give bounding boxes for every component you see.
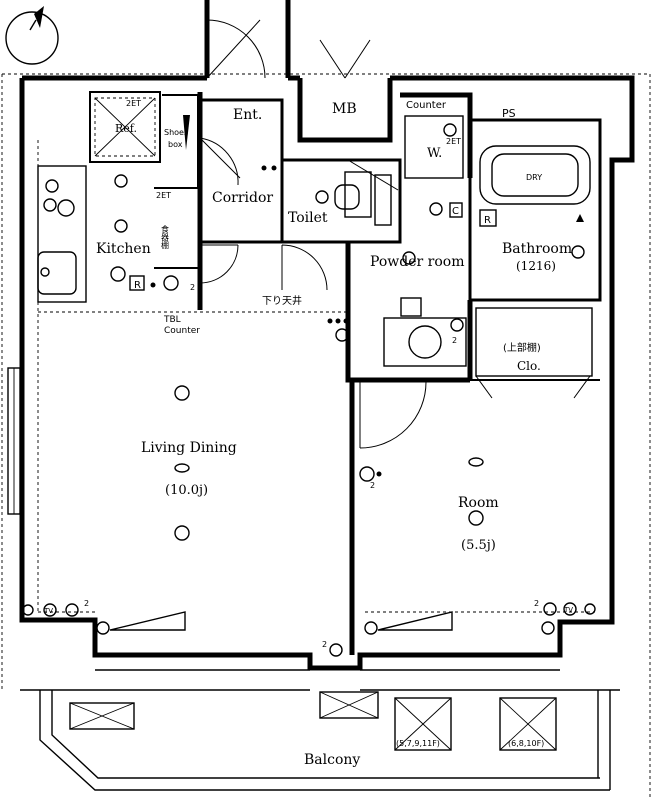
balcony [20,669,620,791]
outdoor-unit-label-1: (5,7,9,11F) [396,739,440,748]
tv-label-2: TV [563,606,573,614]
outlet-2et-label: 2ET [126,99,141,108]
living-dining-size-label: (10.0j) [165,483,208,498]
two-label-3: 2 [322,640,327,649]
two-label-2: 2 [534,599,539,608]
closet-label: Clo. [517,359,541,373]
dry-label: DRY [526,173,542,182]
box-label: box [168,140,183,149]
shoes-label: Shoes [164,128,188,137]
outdoor-unit-label-2: (6,8,10F) [508,739,544,748]
bathroom-size-label: (1216) [516,259,556,273]
room-size-label: (5.5j) [461,538,496,553]
doors [199,19,427,449]
north-arrow-icon [5,6,59,65]
lowered-ceiling-label: 下り天井 [262,294,302,307]
living-fixtures [22,385,596,657]
corridor-label: Corridor [212,190,273,206]
two-label-5: 2 [452,336,457,345]
upper-shelf-label: (上部棚) [503,341,541,354]
room-label: Room [458,495,499,511]
mb-label: MB [332,101,357,117]
entrance-label: Ent. [233,107,262,123]
kitchen-fixtures [37,165,179,303]
exterior-boundary [2,73,651,800]
r-label-bath: R [484,215,491,226]
tv-label-1: TV [43,607,53,615]
powder-fixtures [327,202,467,367]
outer-walls [19,0,635,671]
room-labels: Ent. MB Counter PS 2ET 2ET 2ET Ref. Shoe… [43,99,573,768]
interior-walls [89,91,602,655]
c-label: C [452,206,459,217]
powder-room-label: Powder room [370,254,464,270]
refrigerator-label: Ref. [115,122,137,135]
tbl-label: TBL [163,315,181,325]
two-label-1: 2 [84,599,89,608]
r-label-kitchen: R [134,280,141,291]
food-storage-label: 食器棚 [161,224,170,250]
counter-label: Counter [406,100,447,111]
washer-label: W. [427,146,442,161]
outlet-2et-label-3: 2ET [156,191,171,200]
ps-label: PS [502,107,516,120]
bathroom-label: Bathroom [502,241,572,257]
toilet-label: Toilet [288,210,328,226]
two-label-6: 2 [190,283,195,292]
left-window [7,367,21,515]
toilet-fixtures [261,165,392,226]
living-dining-label: Living Dining [141,440,237,456]
two-label-4: 2 [370,481,375,490]
kitchen-label: Kitchen [96,241,151,257]
balcony-label: Balcony [304,752,360,768]
outlet-2et-label-2: 2ET [446,137,461,146]
tbl-counter-label: Counter [164,326,200,336]
